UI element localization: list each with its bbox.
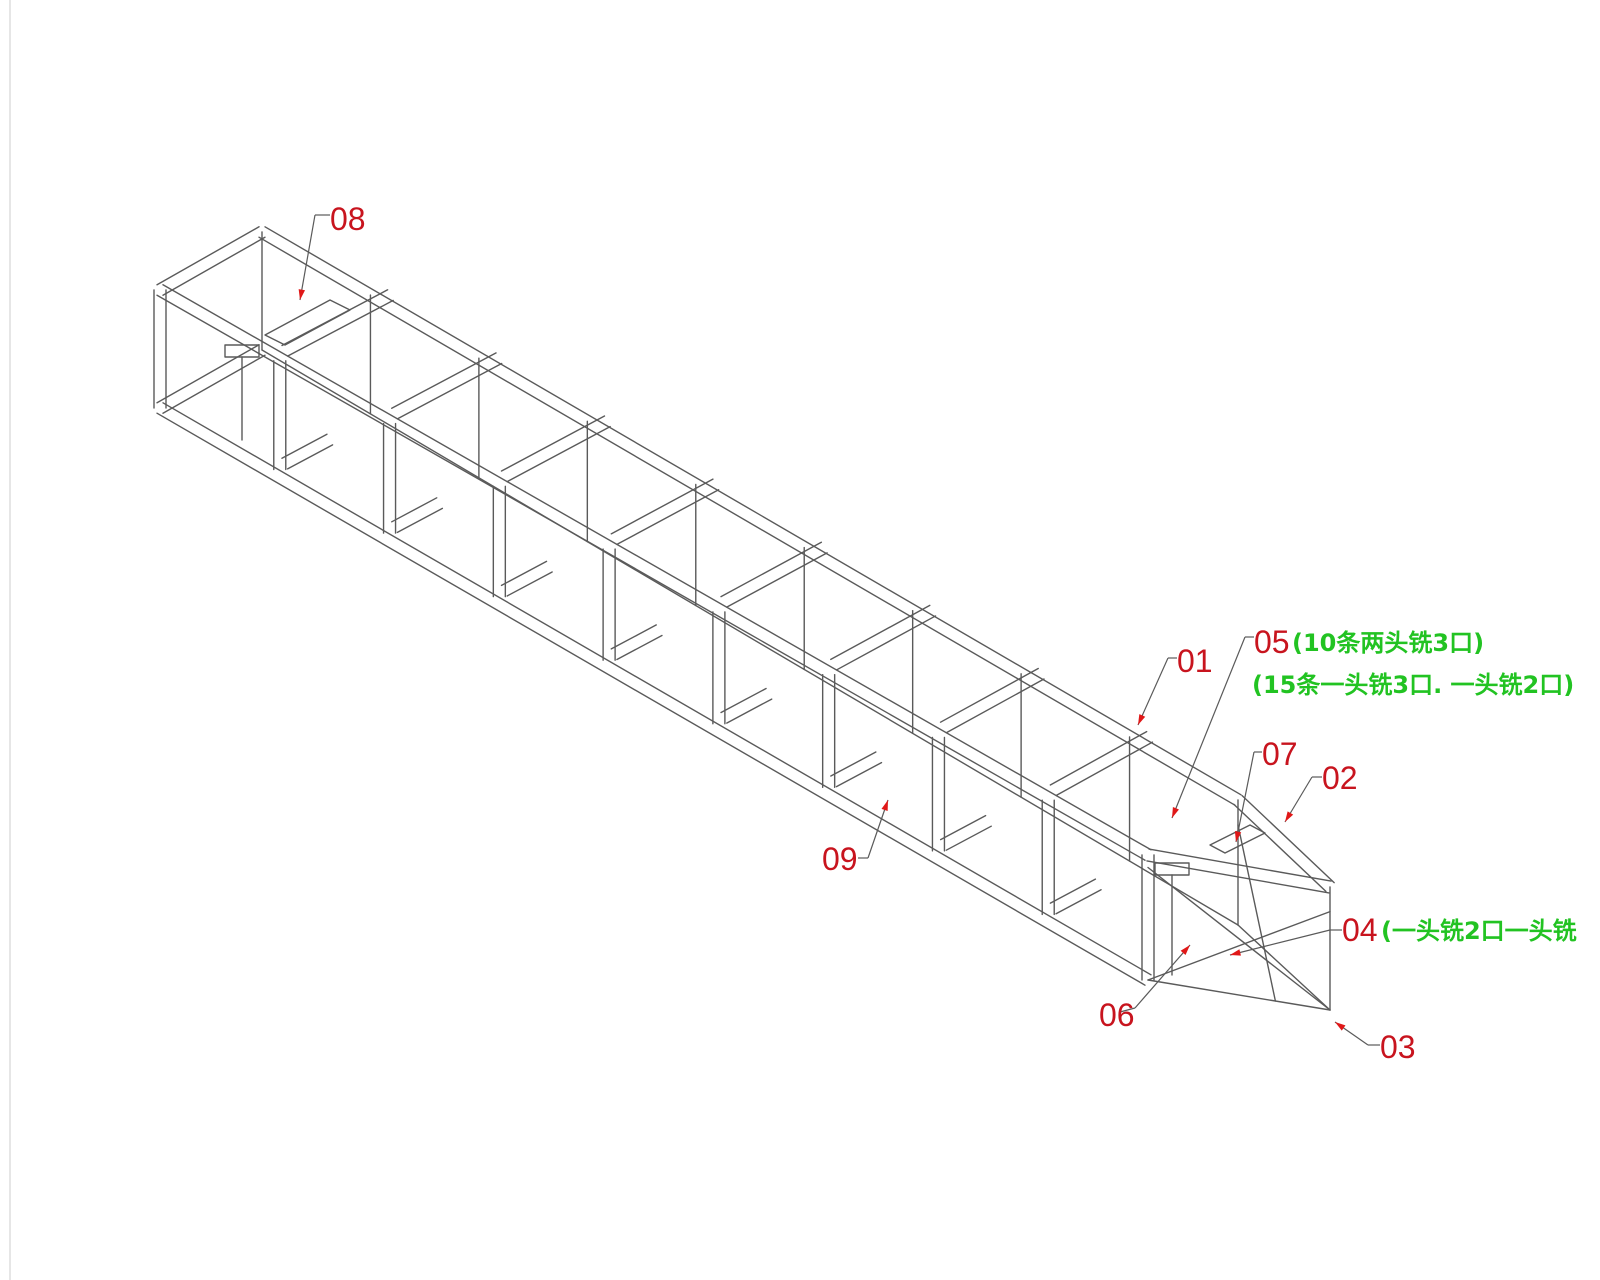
note-05-line2: (15条一头铣3口. 一头铣2口)	[1252, 671, 1574, 699]
nose-diagonal-2	[1147, 910, 1331, 981]
bottom-rung	[720, 687, 773, 724]
bottom-chord-far	[261, 349, 1239, 926]
part-label-07: 07	[1262, 736, 1298, 772]
leader-arrowhead	[1180, 945, 1190, 956]
bottom-rung	[391, 497, 444, 534]
leader-02	[1284, 776, 1322, 823]
leader-08	[298, 214, 330, 301]
top-chord-far	[258, 226, 1242, 806]
vertical-post-near	[492, 485, 507, 598]
bottom-rung	[1049, 878, 1102, 915]
nose-top-far	[1233, 794, 1335, 893]
part-label-06: 06	[1099, 997, 1135, 1033]
truss-frame	[153, 226, 1335, 1011]
leader-03	[1334, 1021, 1380, 1046]
nose-bottom-near	[1147, 979, 1331, 1011]
vertical-post-near	[712, 611, 726, 725]
leader-05	[1171, 636, 1254, 819]
part-label-05: 05	[1254, 624, 1290, 660]
leader-arrowhead	[298, 289, 306, 300]
vertical-post-near	[382, 422, 397, 534]
nose-bottom-far	[1237, 924, 1331, 1011]
top-cross-tube	[830, 604, 937, 671]
bottom-chord-near	[156, 402, 1152, 986]
vertical-post-near	[931, 736, 946, 852]
leader-arrowhead	[1234, 831, 1242, 842]
bottom-rung	[939, 814, 992, 851]
right-end-post-near	[1141, 854, 1155, 981]
top-cross-tube	[720, 541, 828, 608]
part-label-02: 02	[1322, 760, 1358, 796]
leader-arrowhead	[1335, 1022, 1346, 1031]
left-end-top-tube	[156, 226, 266, 296]
mounting-plate-08	[264, 299, 351, 346]
top-cross-tube	[610, 478, 720, 546]
leader-07	[1234, 751, 1262, 843]
bottom-rung	[500, 560, 553, 597]
vertical-post-near	[821, 673, 836, 789]
leader-06	[1119, 944, 1191, 1013]
top-cross-tube	[939, 667, 1045, 734]
sheet-border-line	[9, 0, 11, 1280]
top-cross-tube	[1049, 730, 1154, 797]
note-04: (一头铣2口一头铣	[1381, 917, 1577, 945]
vertical-post-near	[1041, 799, 1055, 916]
bottom-rung	[281, 433, 334, 470]
top-chord-near	[156, 284, 1152, 861]
nose-diagonal-1	[1147, 866, 1331, 1011]
bottom-rung	[610, 624, 663, 661]
left-end-bottom-tube	[156, 344, 266, 414]
part-label-09: 09	[822, 841, 858, 877]
leader-01	[1137, 657, 1177, 726]
part-label-08: 08	[330, 201, 366, 237]
leader-arrowhead	[1172, 807, 1179, 818]
leader-09	[858, 799, 889, 859]
part-label-04: 04	[1342, 912, 1378, 948]
part-label-03: 03	[1380, 1029, 1416, 1065]
leader-arrowhead	[1285, 811, 1294, 822]
left-end-post-near	[153, 289, 167, 409]
vertical-post-near	[273, 360, 287, 471]
top-cross-tube	[391, 352, 503, 420]
top-cross-tube	[500, 415, 611, 483]
leader-arrowhead	[1138, 714, 1146, 725]
leader-arrowhead	[881, 800, 888, 811]
note-05-line1: (10条两头铣3口)	[1292, 629, 1484, 657]
part-label-01: 01	[1177, 643, 1213, 679]
leader-arrowhead	[1230, 949, 1241, 956]
leader-lines	[298, 214, 1380, 1046]
leader-04	[1229, 929, 1342, 956]
bottom-rung	[830, 751, 883, 788]
top-cross-tube	[281, 289, 394, 357]
nose-diagonal-3	[1237, 824, 1277, 1002]
vertical-post-near	[602, 548, 616, 661]
